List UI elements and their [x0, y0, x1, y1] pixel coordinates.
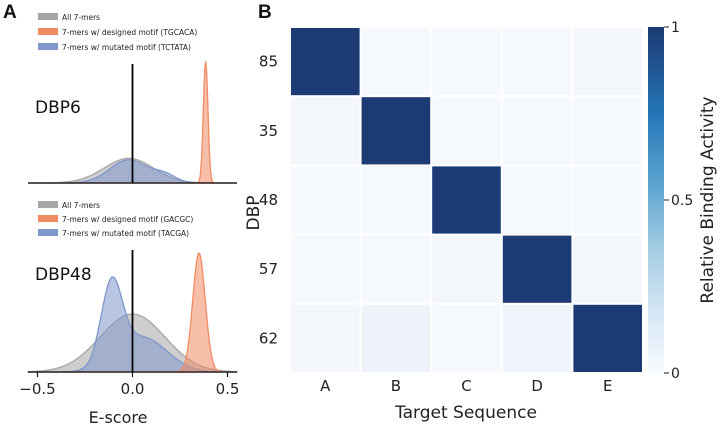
- dbp6-chart: All 7-mers 7-mers w/ designed motif (TGC…: [28, 13, 237, 184]
- dbp48-legend-label-mutated: 7-mers w/ mutated motif (TACGA): [62, 229, 189, 238]
- heatmap-cell-48-D: [502, 166, 572, 234]
- heatmap-col-label: D: [531, 377, 543, 395]
- heatmap-cell-62-B: [361, 304, 431, 372]
- colorbar-title: Relative Binding Activity: [698, 96, 718, 303]
- heatmap-cell-85-A: [291, 28, 360, 96]
- dbp48-x-ticks: −0.5 0.0 0.5: [19, 372, 239, 398]
- heatmap-cell-35-A: [291, 97, 360, 165]
- heatmap-cell-85-B: [361, 28, 431, 96]
- dbp48-legend-label-designed: 7-mers w/ designed motif (GACGC): [62, 215, 193, 224]
- dbp48-x-tick-label: 0.5: [216, 380, 240, 398]
- colorbar-tick-label: 1: [671, 20, 680, 36]
- dbp48-x-tick-label: −0.5: [19, 380, 55, 398]
- heatmap-cell-85-C: [432, 28, 501, 96]
- heatmap-cell-57-A: [291, 235, 360, 303]
- dbp48-legend-swatch-designed: [38, 215, 58, 222]
- dbp6-legend: All 7-mers 7-mers w/ designed motif (TGC…: [38, 13, 197, 52]
- heatmap-row-label: 85: [259, 53, 278, 71]
- heatmap-cell-62-D: [502, 304, 572, 372]
- heatmap-cell-35-B: [361, 97, 431, 165]
- dbp48-legend-label-all: All 7-mers: [62, 201, 100, 210]
- heatmap-cell-57-B: [361, 235, 431, 303]
- dbp6-legend-swatch-all: [38, 13, 58, 20]
- heatmap-col-label: E: [603, 377, 612, 395]
- colorbar-tick-label: 0.5: [671, 193, 693, 209]
- dbp48-protein-label: DBP48: [35, 265, 92, 285]
- heatmap-cell-57-D: [502, 235, 572, 303]
- heatmap-cell-85-D: [502, 28, 572, 96]
- heatmap-row-label: 48: [259, 191, 278, 209]
- dbp6-legend-label-all: All 7-mers: [62, 13, 100, 22]
- heatmap-cell-48-A: [291, 166, 360, 234]
- heatmap-cell-85-E: [573, 28, 642, 96]
- heatmap-cell-35-C: [432, 97, 501, 165]
- dbp6-legend-label-designed: 7-mers w/ designed motif (TGCACA): [62, 28, 197, 37]
- heatmap-x-axis-title: Target Sequence: [394, 403, 537, 423]
- heatmap-row-label: 57: [259, 260, 278, 278]
- dbp48-chart: All 7-mers 7-mers w/ designed motif (GAC…: [19, 201, 239, 427]
- heatmap-col-label: B: [391, 377, 401, 395]
- colorbar: 00.51 Relative Binding Activity: [648, 20, 718, 382]
- dbp6-protein-label: DBP6: [35, 98, 81, 118]
- colorbar-gradient: [648, 27, 664, 373]
- heatmap-cell-62-A: [291, 304, 360, 372]
- heatmap-cell-35-E: [573, 97, 642, 165]
- heatmap-col-label: C: [461, 377, 471, 395]
- heatmap-row-label: 62: [259, 329, 278, 347]
- dbp6-legend-swatch-mutated: [38, 43, 58, 50]
- heatmap-cell-48-C: [432, 166, 501, 234]
- colorbar-tick-label: 0: [671, 366, 680, 382]
- dbp48-legend-swatch-mutated: [38, 229, 58, 236]
- heatmap-cell-62-C: [432, 304, 501, 372]
- dbp6-legend-swatch-designed: [38, 28, 58, 35]
- heatmap-row-labels: 85 35 48 57 62: [259, 53, 278, 348]
- heatmap-cell-57-E: [573, 235, 642, 303]
- heatmap-y-axis-title: DBP: [244, 195, 264, 230]
- dbp48-x-axis-title: E-score: [89, 408, 148, 427]
- panel-b-letter: B: [258, 2, 272, 23]
- dbp48-x-tick-label: 0.0: [121, 380, 145, 398]
- colorbar-ticks: 00.51: [664, 20, 693, 382]
- panel-a-letter: A: [3, 2, 17, 23]
- heatmap-cell-62-E: [573, 304, 642, 372]
- heatmap-cell-35-D: [502, 97, 572, 165]
- heatmap-col-label: A: [320, 377, 331, 395]
- dbp48-legend-swatch-all: [38, 201, 58, 208]
- heatmap-row-label: 35: [259, 122, 278, 140]
- dbp6-legend-label-mutated: 7-mers w/ mutated motif (TCTATA): [62, 43, 191, 52]
- heatmap-cell-48-E: [573, 166, 642, 234]
- heatmap-cell-48-B: [361, 166, 431, 234]
- heatmap-col-labels: A B C D E: [320, 377, 612, 395]
- heatmap-cell-57-C: [432, 235, 501, 303]
- heatmap-cells: [291, 28, 642, 372]
- dbp48-legend: All 7-mers 7-mers w/ designed motif (GAC…: [38, 201, 193, 238]
